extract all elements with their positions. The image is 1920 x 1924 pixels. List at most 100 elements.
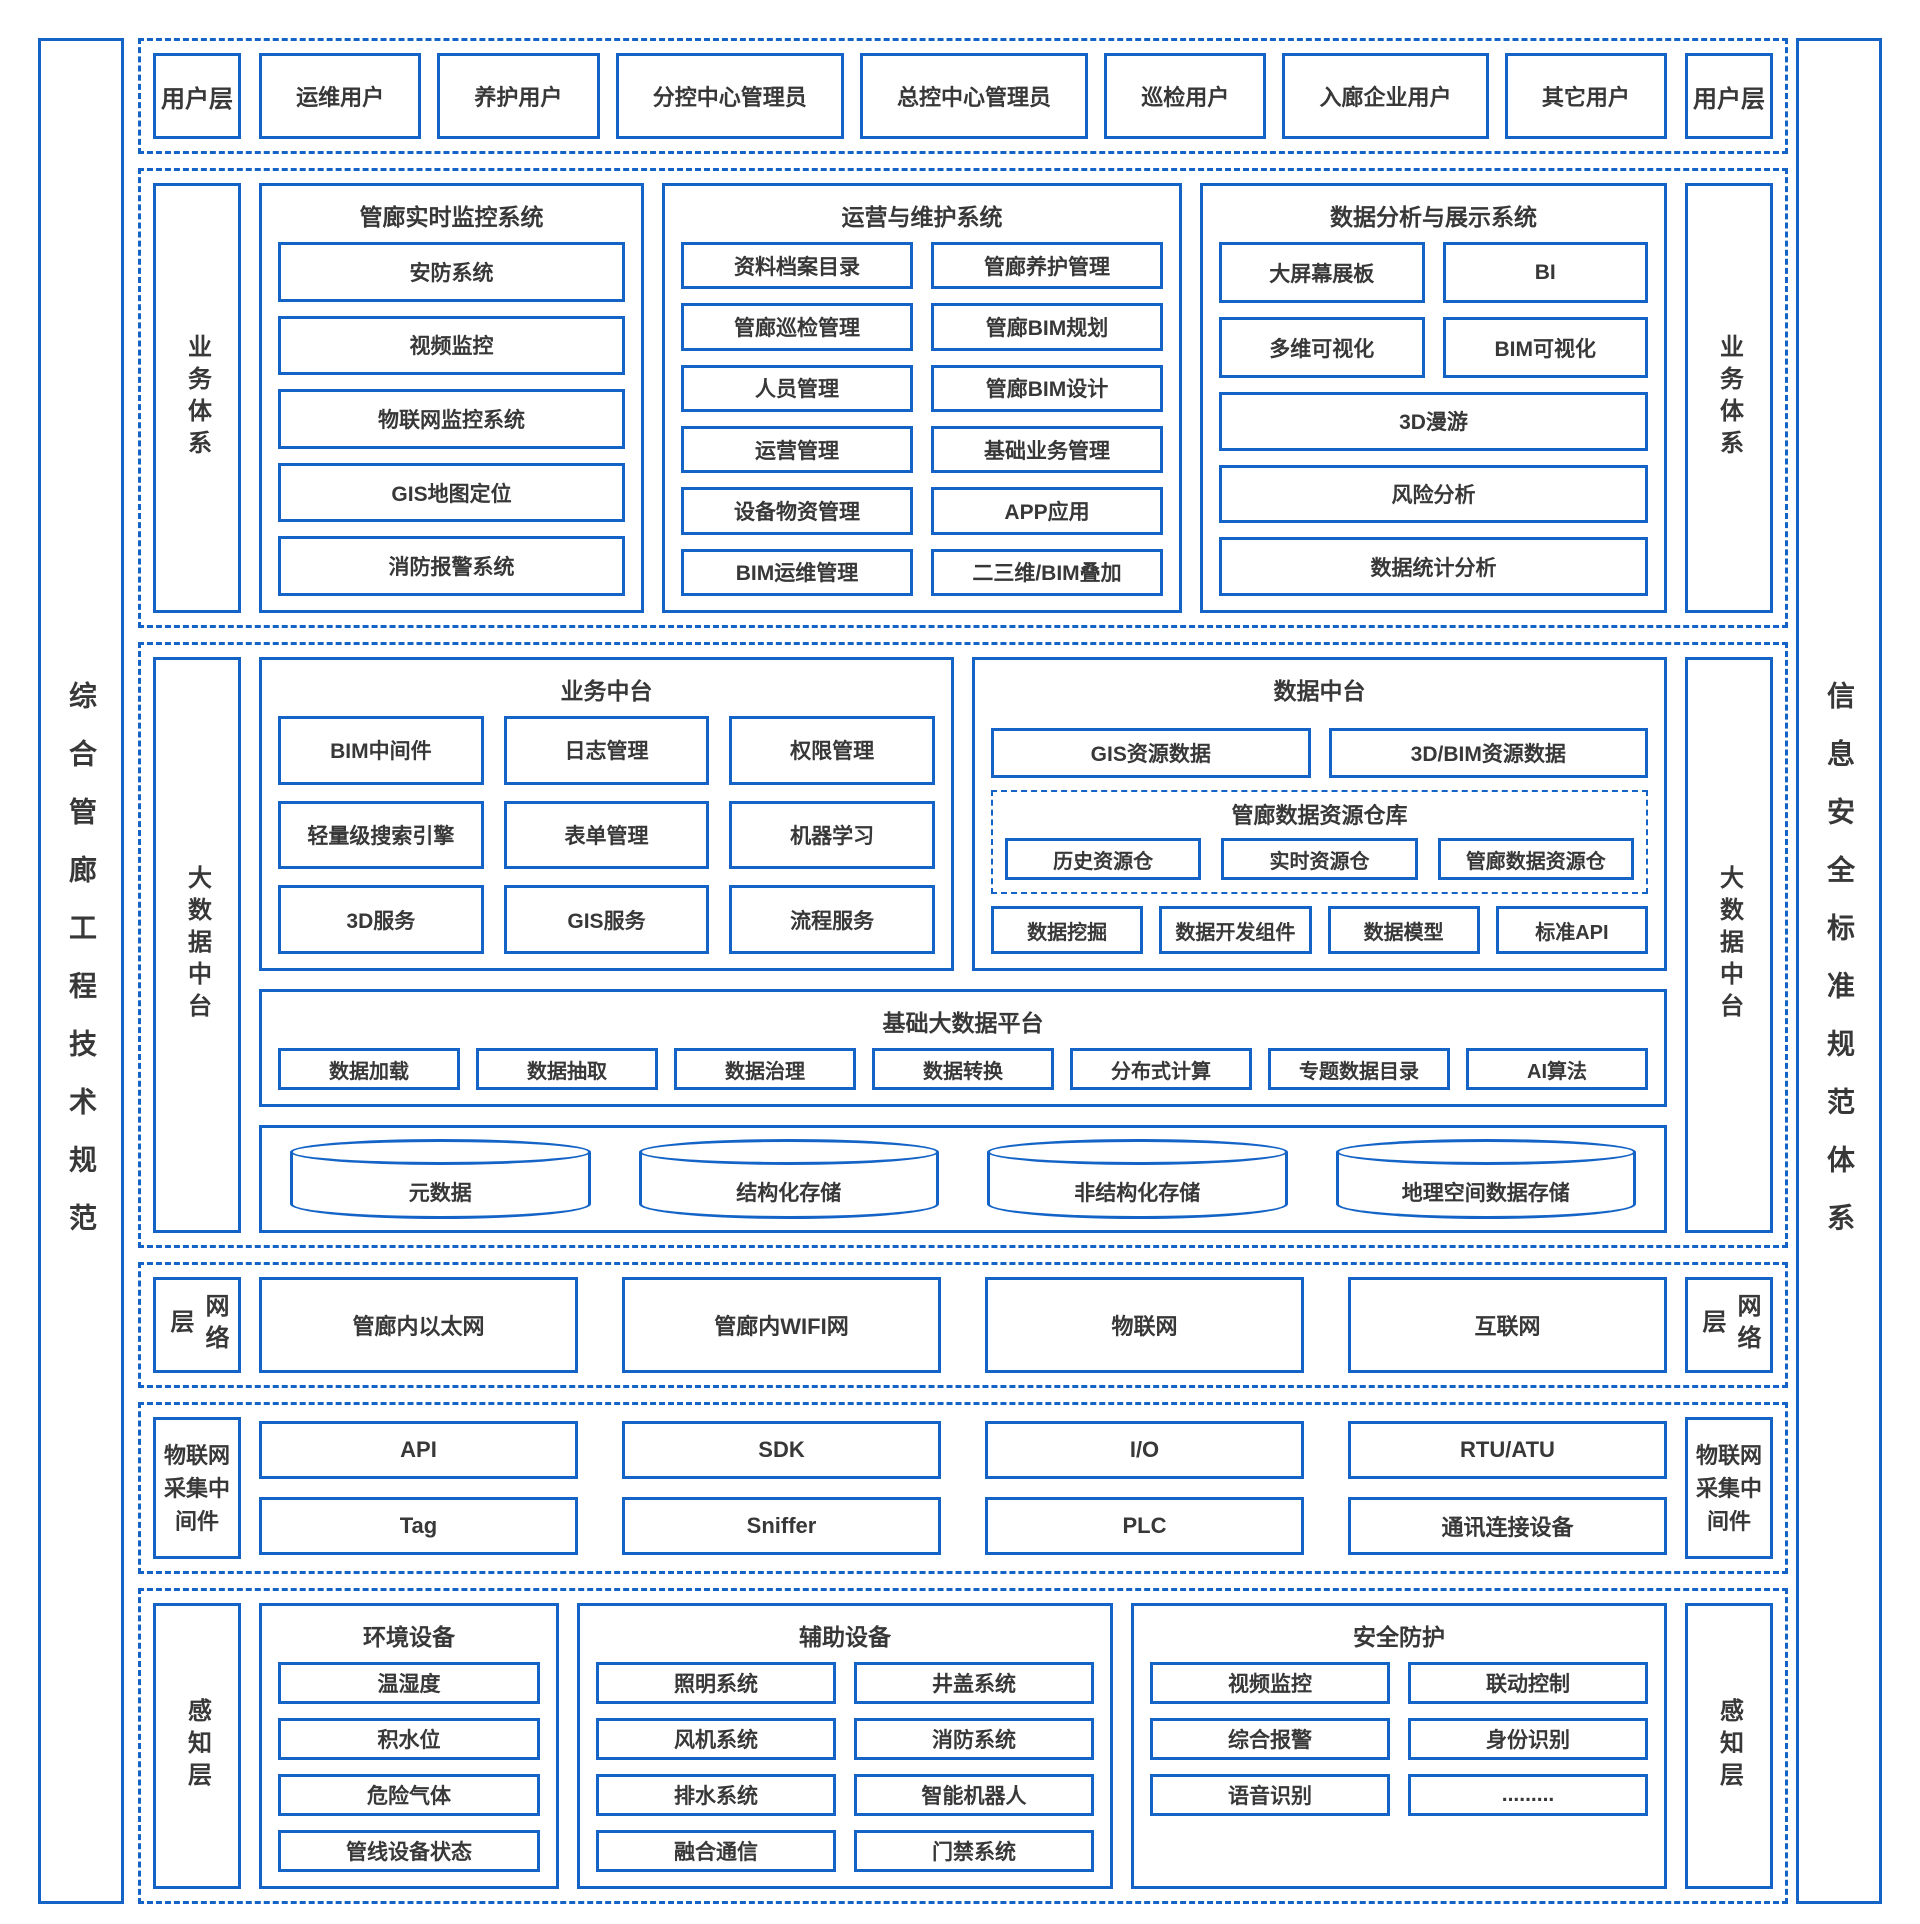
operation-system-grid: 资料档案目录管廊养护管理管廊巡检管理管廊BIM规划人员管理管廊BIM设计运营管理… <box>681 242 1163 596</box>
cylinder-top-ellipse <box>290 1139 591 1165</box>
diagram-box: 温湿度 <box>278 1662 540 1704</box>
cylinder-top-ellipse <box>638 1139 939 1165</box>
diagram-box-label: 风机系统 <box>674 1729 758 1752</box>
cylinder-top-ellipse <box>1335 1139 1636 1165</box>
diagram-box: 语音识别 <box>1150 1774 1390 1816</box>
storage-cylinder-list: 元数据 结构化存储 非结构化存储 地理空间数据存储 <box>290 1139 1636 1219</box>
user-box: 养护用户 <box>437 53 600 139</box>
diagram-box-label: 风险分析 <box>1391 483 1476 507</box>
diagram-box: 积水位 <box>278 1718 540 1760</box>
diagram-box: 运营管理 <box>681 425 913 474</box>
diagram-box-label: 多维可视化 <box>1269 337 1375 361</box>
diagram-box-label: BIM可视化 <box>1494 337 1597 361</box>
right-standard-bar: 信息安全标准规范体系 <box>1796 38 1882 1904</box>
cylinder-top-ellipse <box>987 1139 1288 1165</box>
cylinder-label: 非结构化存储 <box>1074 1182 1201 1205</box>
diagram-box-label: 机器学习 <box>790 824 875 848</box>
user-box-label: 养护用户 <box>474 85 563 110</box>
user-box: 总控中心管理员 <box>859 53 1089 139</box>
diagram-box-label: 排水系统 <box>674 1785 758 1808</box>
diagram-box: 消防报警系统 <box>278 536 625 596</box>
diagram-box-label: AI算法 <box>1527 1060 1587 1083</box>
diagram-box: 联动控制 <box>1408 1662 1648 1704</box>
diagram-box: 风机系统 <box>596 1718 836 1760</box>
diagram-box: 大屏幕展板 <box>1219 242 1425 303</box>
diagram-box-label: 表单管理 <box>564 824 649 848</box>
diagram-box: 数据加载 <box>278 1048 460 1090</box>
diagram-box-label: 联动控制 <box>1486 1673 1570 1696</box>
diagram-box-label: 门禁系统 <box>932 1841 1016 1864</box>
diagram-box: 数据抽取 <box>476 1048 658 1090</box>
user-layer-label-right: 用户层 <box>1685 53 1773 139</box>
diagram-box: 管线设备状态 <box>278 1830 540 1872</box>
perception-layer-label-right-text: 感知层 <box>1715 1698 1743 1794</box>
environment-devices-list: 温湿度积水位危险气体管线设备状态 <box>278 1662 540 1872</box>
diagram-box-label: 数据转换 <box>923 1060 1003 1083</box>
user-box: 入廊企业用户 <box>1282 53 1489 139</box>
diagram-box-label: 分布式计算 <box>1111 1060 1211 1083</box>
bigdata-layer-label-right-text: 大数据中台 <box>1715 865 1743 1025</box>
diagram-box-label: 消防报警系统 <box>388 556 515 580</box>
security-protection-panel: 安全防护 视频监控联动控制综合报警身份识别语音识别......... <box>1131 1603 1667 1889</box>
iot-box-label: Tag <box>399 1513 438 1538</box>
network-box-label: 物联网 <box>1111 1314 1178 1339</box>
storage-panel: 元数据 结构化存储 非结构化存储 地理空间数据存储 <box>259 1125 1667 1233</box>
user-box-list: 运维用户养护用户分控中心管理员总控中心管理员巡检用户入廊企业用户其它用户 <box>259 53 1667 139</box>
diagram-box: 3D漫游 <box>1219 392 1648 451</box>
diagram-box-label: 数据开发组件 <box>1175 921 1296 944</box>
diagram-box: GIS资源数据 <box>991 728 1311 778</box>
cylinder-label: 元数据 <box>408 1182 472 1205</box>
diagram-box: BI <box>1442 242 1648 303</box>
bigdata-layer-section: 大数据中台 业务中台 BIM中间件日志管理权限管理轻量级搜索引擎表单管理机器学习… <box>138 642 1788 1248</box>
business-layer-label-right-text: 业务体系 <box>1715 334 1743 462</box>
diagram-box: 管廊养护管理 <box>931 242 1163 290</box>
diagram-box-label: 管廊数据资源仓 <box>1465 850 1606 873</box>
network-layer-section: 网络层 管廊内以太网管廊内WIFI网物联网互联网 网络层 <box>138 1262 1788 1388</box>
iot-middleware-label-left: 物联网采集中间件 <box>153 1417 241 1559</box>
auxiliary-devices-title: 辅助设备 <box>799 1624 891 1650</box>
diagram-box-label: 轻量级搜索引擎 <box>307 824 455 848</box>
perception-layer-content: 环境设备 温湿度积水位危险气体管线设备状态 辅助设备 照明系统井盖系统风机系统消… <box>259 1603 1667 1889</box>
diagram-box: 设备物资管理 <box>681 487 913 535</box>
right-standard-bar-label: 信息安全标准规范体系 <box>1824 681 1855 1261</box>
diagram-box-label: 3D/BIM资源数据 <box>1410 743 1566 766</box>
user-box: 巡检用户 <box>1104 53 1267 139</box>
diagram-box: 轻量级搜索引擎 <box>278 800 484 870</box>
diagram-box: 风险分析 <box>1219 464 1648 524</box>
data-warehouse-box: 管廊数据资源仓库 历史资源仓实时资源仓管廊数据资源仓 <box>991 790 1648 894</box>
business-layer-label-left-text: 业务体系 <box>183 334 211 462</box>
analysis-system-grid: 大屏幕展板 BI 多维可视化 BIM可视化 <box>1219 242 1648 378</box>
diagram-box: APP应用 <box>931 487 1163 535</box>
bigdata-layer-label-right: 大数据中台 <box>1685 657 1773 1233</box>
diagram-box-label: 二三维/BIM叠加 <box>972 562 1122 586</box>
perception-layer-label-right: 感知层 <box>1685 1603 1773 1889</box>
iot-box-label: SDK <box>758 1437 805 1462</box>
diagram-box: 融合通信 <box>596 1830 836 1872</box>
diagram-box: 管廊BIM设计 <box>931 364 1163 412</box>
diagram-box: 基础业务管理 <box>931 425 1163 474</box>
database-cylinder: 元数据 <box>290 1139 591 1219</box>
diagram-box-label: 数据挖掘 <box>1027 921 1108 944</box>
bigdata-layer-label-left: 大数据中台 <box>153 657 241 1233</box>
network-box-label: 管廊内以太网 <box>352 1314 485 1339</box>
iot-box: SDK <box>622 1421 941 1479</box>
diagram-box: GIS地图定位 <box>278 462 625 523</box>
left-standard-bar: 综合管廊工程技术规范 <box>38 38 124 1904</box>
iot-box: Sniffer <box>622 1497 941 1555</box>
iot-box-label: PLC <box>1122 1513 1167 1538</box>
diagram-box: 物联网监控系统 <box>278 389 625 449</box>
user-box-label: 运维用户 <box>296 85 385 110</box>
network-layer-label-right-text: 网络层 <box>1698 1293 1760 1357</box>
diagram-box-label: BIM运维管理 <box>735 562 859 586</box>
diagram-box: 分布式计算 <box>1070 1048 1252 1090</box>
diagram-box-label: ......... <box>1501 1783 1555 1806</box>
operation-system-panel: 运营与维护系统 资料档案目录管廊养护管理管廊巡检管理管廊BIM规划人员管理管廊B… <box>662 183 1182 613</box>
diagram-box-label: 数据统计分析 <box>1370 556 1497 580</box>
diagram-box: 消防系统 <box>854 1718 1094 1760</box>
iot-box-label: I/O <box>1129 1437 1160 1462</box>
diagram-box-label: 井盖系统 <box>932 1673 1016 1696</box>
user-box-label: 其它用户 <box>1541 85 1630 110</box>
